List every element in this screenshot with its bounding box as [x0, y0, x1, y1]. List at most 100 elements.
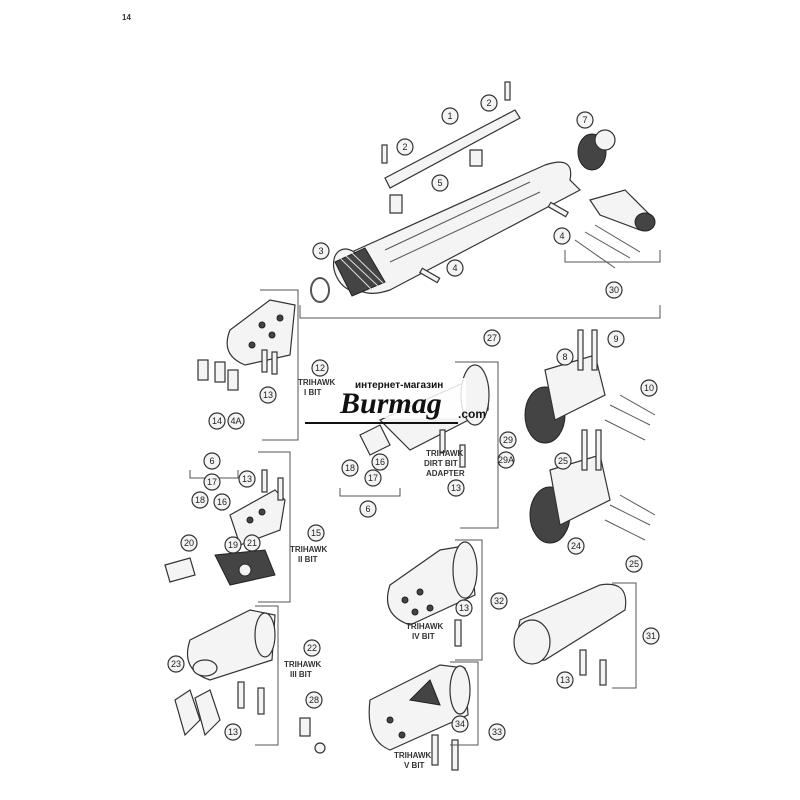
callout-16a: 16 [213, 493, 231, 511]
svg-text:16: 16 [375, 457, 385, 467]
svg-text:13: 13 [459, 603, 469, 613]
pin-4b [419, 267, 441, 284]
threaded-nose [334, 247, 386, 297]
svg-text:7: 7 [582, 115, 587, 125]
callout-31: 31 [642, 627, 660, 645]
svg-text:25: 25 [558, 456, 568, 466]
pin-9b [591, 329, 598, 371]
callout-10: 10 [640, 379, 658, 397]
svg-text:5: 5 [437, 178, 442, 188]
trihawk-ii-label-1: TRIHAWK [290, 545, 328, 554]
watermark-brand: Burmag [339, 387, 442, 420]
svg-text:9: 9 [613, 334, 618, 344]
button-14b [214, 361, 226, 383]
bracket-27 [299, 305, 661, 319]
bit-labels: TRIHAWK I BIT TRIHAWK DIRT BIT ADAPTER T… [284, 378, 465, 770]
callout-17a: 17 [203, 473, 221, 491]
burmag-watermark: интернет-магазин Burmag .com [305, 378, 486, 424]
callout-16b: 16 [371, 453, 389, 471]
callout-18a: 18 [191, 491, 209, 509]
watermark-domain: .com [458, 407, 486, 421]
page-number: 14 [122, 13, 131, 22]
part-28a [299, 717, 311, 737]
callout-13d: 13 [224, 723, 242, 741]
callout-17b: 17 [364, 469, 382, 487]
pin-13h [257, 687, 265, 715]
trihawk-iv-label-1: TRIHAWK [406, 622, 444, 631]
pin-13k [579, 649, 587, 676]
pin-13i [454, 619, 462, 647]
callout-13c: 13 [238, 470, 256, 488]
svg-text:13: 13 [228, 727, 238, 737]
callout-25a: 25 [554, 452, 572, 470]
svg-text:18: 18 [195, 495, 205, 505]
svg-text:17: 17 [207, 477, 217, 487]
bracket-30 [564, 250, 661, 263]
pin-2a [381, 144, 388, 164]
callout-9: 9 [607, 330, 625, 348]
svg-text:23: 23 [171, 659, 181, 669]
callout-6b: 6 [359, 500, 377, 518]
callout-7: 7 [576, 111, 594, 129]
callout-21: 21 [243, 534, 261, 552]
svg-text:6: 6 [209, 456, 214, 466]
callout-18b: 18 [341, 459, 359, 477]
callout-29: 29 [499, 431, 517, 449]
pin-25b [595, 429, 602, 471]
pin-13g [237, 681, 245, 709]
callout-23: 23 [167, 655, 185, 673]
callout-2a: 2 [396, 138, 414, 156]
trihawk-iii-bit [174, 605, 326, 754]
svg-text:30: 30 [609, 285, 619, 295]
callout-8: 8 [556, 348, 574, 366]
callout-24: 24 [567, 537, 585, 555]
callout-13f: 13 [556, 671, 574, 689]
dirt-label-2: DIRT BIT [424, 459, 458, 468]
svg-text:13: 13 [263, 390, 273, 400]
svg-text:4: 4 [452, 263, 457, 273]
svg-text:22: 22 [307, 643, 317, 653]
callout-30: 30 [605, 281, 623, 299]
watermark-line1: интернет-магазин [355, 380, 443, 391]
callouts: 1 2 2 3 4 4 5 6 6 7 8 9 10 12 13 13 13 1… [167, 94, 660, 741]
trihawk-iii-label-1: TRIHAWK [284, 660, 322, 669]
callout-34: 34 [451, 715, 469, 733]
svg-text:31: 31 [646, 631, 656, 641]
trihawk-v-label-2: V BIT [404, 761, 425, 770]
svg-text:29: 29 [503, 435, 513, 445]
svg-text:3: 3 [318, 246, 323, 256]
svg-text:10: 10 [644, 383, 654, 393]
pin-13l [599, 659, 607, 686]
callout-1: 1 [441, 107, 459, 125]
valve-30 [589, 189, 656, 232]
svg-text:14: 14 [212, 416, 222, 426]
trihawk-iv-bit [386, 539, 483, 661]
clip-5b [469, 149, 483, 167]
svg-text:13: 13 [560, 675, 570, 685]
trihawk-ii-bit [164, 451, 291, 603]
svg-text:13: 13 [451, 483, 461, 493]
svg-text:17: 17 [368, 473, 378, 483]
svg-text:28: 28 [309, 695, 319, 705]
svg-text:19: 19 [228, 540, 238, 550]
part-28b [314, 742, 326, 754]
o-ring-3 [310, 277, 330, 303]
callout-32: 32 [490, 592, 508, 610]
pin-13j [431, 734, 439, 766]
callout-22: 22 [303, 639, 321, 657]
callout-20: 20 [180, 534, 198, 552]
sleeve-31 [513, 582, 637, 689]
callout-13e: 13 [455, 599, 473, 617]
callout-13a: 13 [259, 386, 277, 404]
dirt-label-1: TRIHAWK [426, 449, 464, 458]
callout-2b: 2 [480, 94, 498, 112]
trihawk-iv-label-2: IV BIT [412, 632, 435, 641]
svg-text:2: 2 [402, 142, 407, 152]
callout-12: 12 [311, 359, 329, 377]
svg-text:33: 33 [492, 727, 502, 737]
button-4A [227, 369, 239, 391]
pin-13a [261, 349, 268, 373]
chuck-24 [529, 429, 656, 544]
callout-27: 27 [483, 329, 501, 347]
